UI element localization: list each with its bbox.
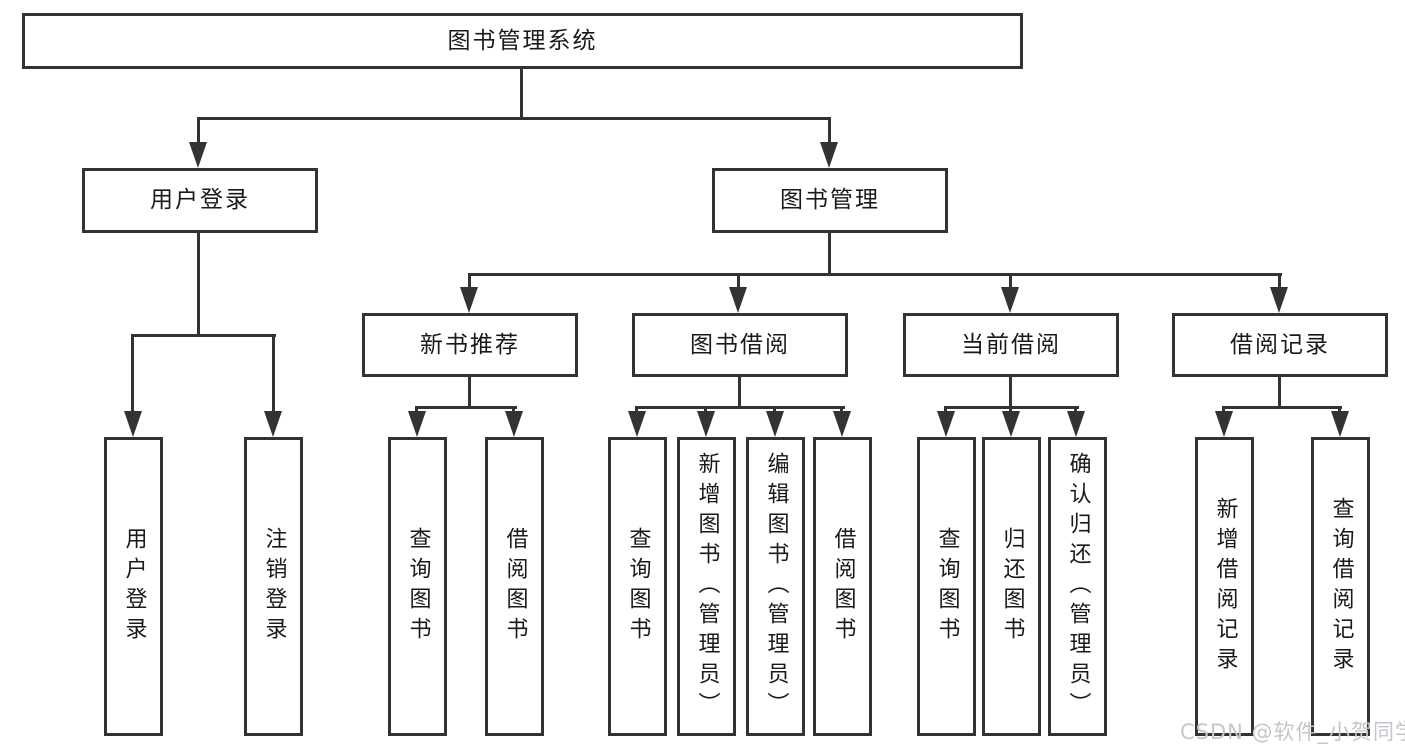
connector-line (773, 406, 776, 414)
connector-line (415, 406, 418, 414)
connector-line (840, 406, 843, 414)
node-label: 查询图书 (625, 526, 651, 647)
node-book-borrowing: 图书借阅 (632, 313, 848, 377)
connector-line (1278, 377, 1281, 409)
leaf-query-books-recommend: 查询图书 (388, 437, 447, 736)
connector-line (520, 68, 523, 119)
connector-line (468, 377, 471, 409)
leaf-edit-books-admin: 编辑图书（管理员） (746, 437, 805, 736)
arrowhead (1067, 411, 1085, 437)
node-label: 用户登录 (121, 526, 147, 647)
arrowhead (1215, 411, 1233, 437)
arrowhead (833, 411, 851, 437)
arrowhead (505, 411, 523, 437)
connector-line (131, 334, 134, 414)
node-label: 借阅记录 (1230, 331, 1330, 358)
arrowhead (1002, 411, 1020, 437)
connector-line (1222, 406, 1342, 409)
arrowhead (820, 142, 838, 168)
leaf-logout: 注销登录 (244, 437, 303, 736)
node-label: 新增借阅记录 (1212, 496, 1238, 677)
leaf-return-books: 归还图书 (982, 437, 1041, 736)
connector-line (704, 406, 707, 414)
connector-line (635, 406, 638, 414)
connector-line (1074, 406, 1077, 414)
node-label: 注销登录 (261, 526, 287, 647)
connector-line (197, 232, 200, 337)
node-book-management: 图书管理 (712, 168, 948, 233)
node-library-management-system: 图书管理系统 (22, 13, 1023, 69)
arrowhead (264, 411, 282, 437)
arrowhead (729, 287, 747, 313)
node-user-login: 用户登录 (82, 168, 318, 233)
connector-line (1222, 406, 1225, 414)
arrowhead (628, 411, 646, 437)
arrowhead (766, 411, 784, 437)
arrowhead (189, 142, 207, 168)
leaf-user-login: 用户登录 (104, 437, 163, 736)
connector-line (1009, 377, 1012, 409)
leaf-borrow-books-borrowing: 借阅图书 (813, 437, 872, 736)
connector-line (1009, 406, 1012, 414)
arrowhead (408, 411, 426, 437)
node-label: 借阅图书 (502, 526, 528, 647)
connector-line (1338, 406, 1341, 414)
connector-line (828, 233, 831, 276)
node-label: 当前借阅 (961, 331, 1061, 358)
node-label: 归还图书 (999, 526, 1025, 647)
connector-line (738, 377, 741, 409)
leaf-borrow-books-recommend: 借阅图书 (485, 437, 544, 736)
node-label: 借阅图书 (830, 526, 856, 647)
arrowhead (1270, 287, 1288, 313)
connector-line (131, 334, 276, 337)
leaf-confirm-return-admin: 确认归还（管理员） (1048, 437, 1107, 736)
connector-line (197, 117, 200, 147)
node-label: 用户登录 (150, 187, 250, 213)
connector-line (197, 117, 831, 120)
node-current-borrowing: 当前借阅 (903, 313, 1119, 377)
leaf-query-books-current: 查询图书 (917, 437, 976, 736)
node-borrowing-records: 借阅记录 (1172, 313, 1388, 377)
arrowhead (1001, 287, 1019, 313)
connector-line (828, 117, 831, 147)
node-label: 查询图书 (405, 526, 431, 647)
node-label: 图书管理 (780, 187, 880, 213)
connector-line (1278, 273, 1281, 290)
leaf-query-books-borrowing: 查询图书 (608, 437, 667, 736)
leaf-add-books-admin: 新增图书（管理员） (677, 437, 736, 736)
arrowhead (1331, 411, 1349, 437)
connector-line (468, 273, 1282, 276)
leaf-query-borrow-record: 查询借阅记录 (1311, 437, 1370, 736)
node-label: 图书借阅 (690, 331, 790, 358)
arrowhead (460, 287, 478, 313)
node-label: 编辑图书（管理员） (763, 451, 789, 722)
arrowhead (124, 411, 142, 437)
connector-line (512, 406, 515, 414)
connector-line (635, 406, 845, 409)
node-label: 查询图书 (934, 526, 960, 647)
node-label: 新书推荐 (420, 331, 520, 358)
connector-line (1009, 273, 1012, 290)
connector-line (272, 334, 275, 414)
leaf-add-borrow-record: 新增借阅记录 (1195, 437, 1254, 736)
connector-line (468, 273, 471, 290)
node-label: 确认归还（管理员） (1065, 451, 1091, 722)
arrowhead (937, 411, 955, 437)
connector-line (944, 406, 947, 414)
watermark-text: CSDN @软件_小贺同学 (1180, 720, 1405, 744)
node-new-book-recommendation: 新书推荐 (362, 313, 578, 377)
node-label: 图书管理系统 (447, 27, 598, 54)
connector-line (737, 273, 740, 290)
node-label: 新增图书（管理员） (694, 451, 720, 722)
node-label: 查询借阅记录 (1328, 496, 1354, 677)
arrowhead (697, 411, 715, 437)
connector-line (415, 406, 517, 409)
